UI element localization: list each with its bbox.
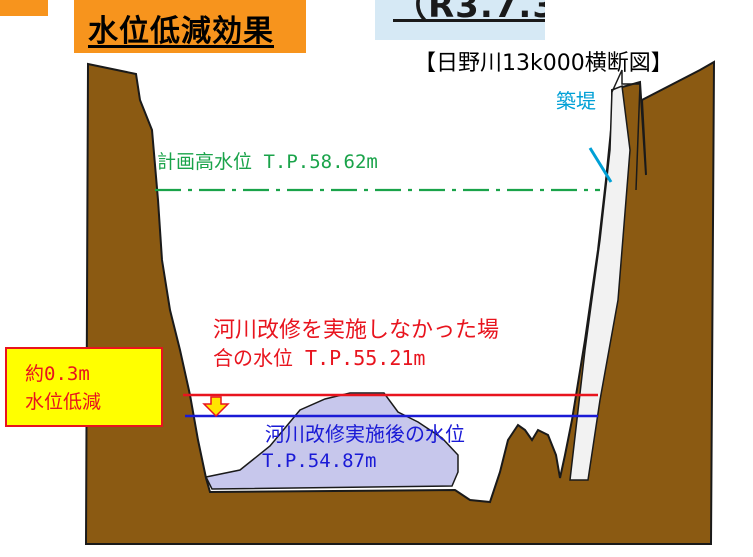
no-improvement-label-line2: 合の水位 T.P.55.21m [213,346,426,370]
embankment-pointer [588,147,613,183]
embankment-shape [569,84,631,481]
title-box: 水位低減効果 [74,0,306,53]
reduction-text: 水位低減 [25,391,102,413]
date-box: （R3.7.3） [375,0,545,40]
after-improvement-label-line1: 河川改修実施後の水位 [265,422,465,446]
reduction-callout: 約0.3m 水位低減 [5,347,163,427]
embankment-label: 築堤 [556,89,596,113]
planned-high-water-label: 計画高水位 T.P.58.62m [157,151,378,173]
title-edge-tab [0,0,48,16]
page-title: 水位低減効果 [88,14,274,49]
after-improvement-label-line2: T.P.54.87m [262,450,377,472]
down-arrow-icon [202,396,230,418]
reduction-amount: 約0.3m [25,363,90,385]
no-improvement-label-line1: 河川改修を実施しなかった場 [213,318,500,343]
ground-profile [84,60,716,545]
cross-section-caption: 【日野川13k000横断図】 [414,51,673,76]
date-label: （R3.7.3） [393,0,545,26]
embankment-wall [611,69,641,191]
